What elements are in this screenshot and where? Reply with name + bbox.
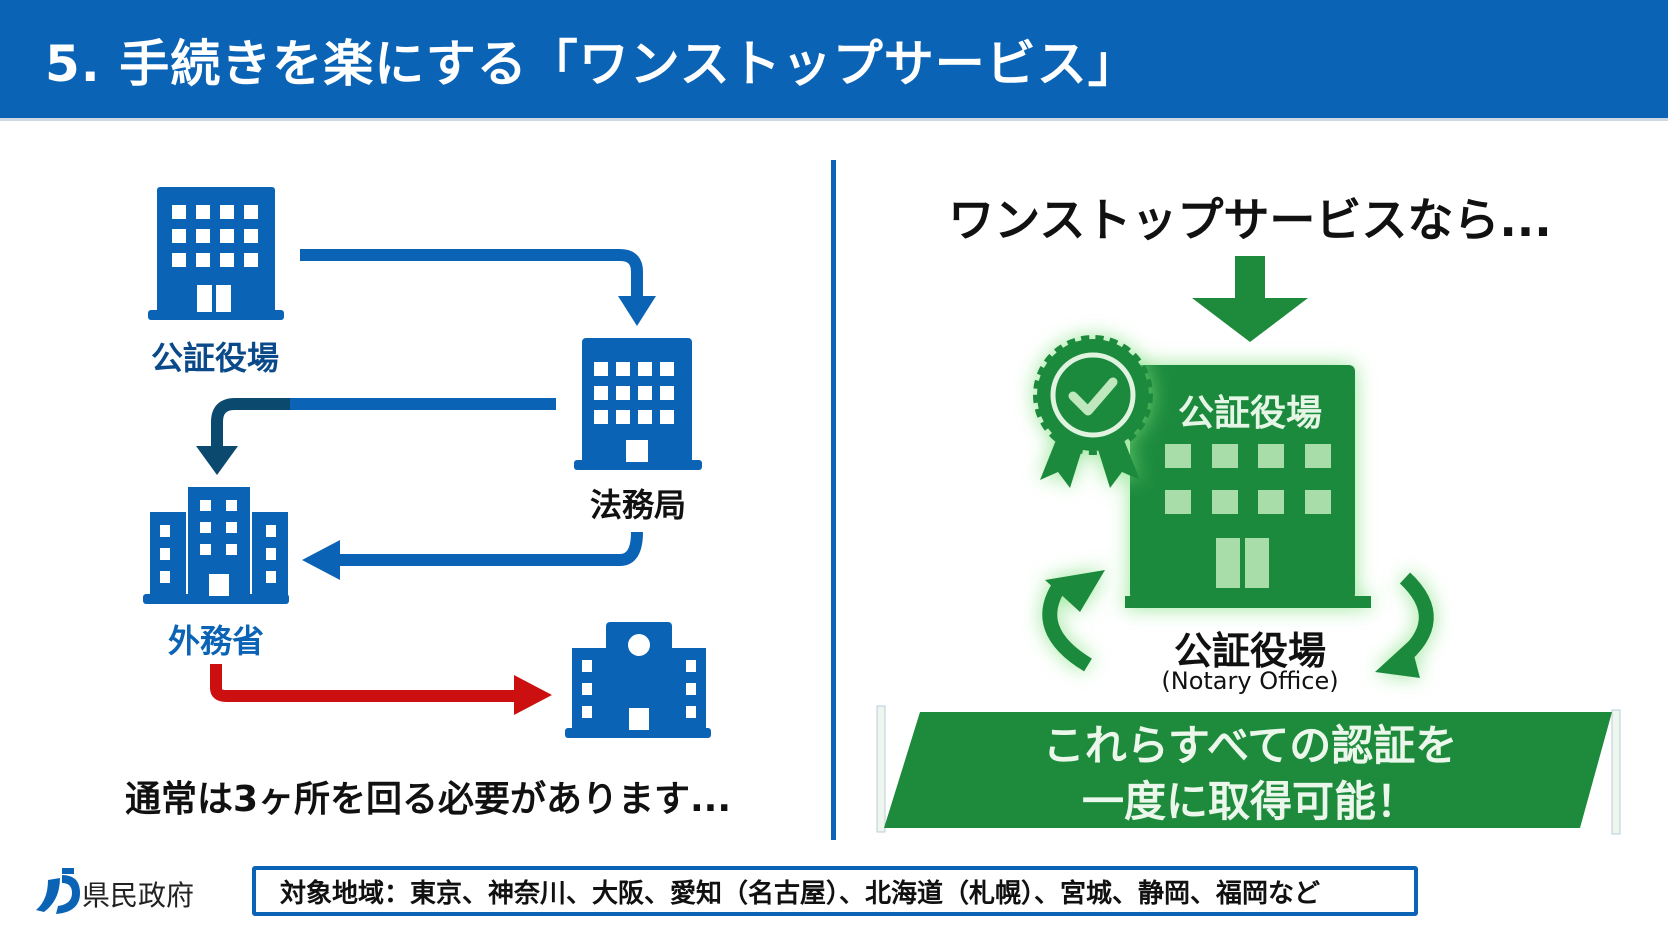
banner-line-2: 一度に取得可能！: [1081, 777, 1419, 826]
one-stop-heading: ワンストップサービスなら...: [948, 193, 1552, 247]
vertical-divider: [831, 160, 836, 840]
arrow-ministry-to-embassy: [210, 664, 552, 715]
page-title: 5. 手続きを楽にする「ワンストップサービス」: [45, 35, 1139, 93]
header-bar: 5. 手続きを楽にする「ワンストップサービス」: [0, 0, 1668, 121]
notary-office-name-en: (Notary Office): [1161, 667, 1339, 695]
notary-office-name: 公証役場: [1173, 629, 1327, 673]
arrow-bureau-to-ministry: [196, 398, 556, 475]
notary-office-green-building-icon: [1125, 365, 1371, 608]
logo-icon: [36, 868, 80, 914]
left-caption: 通常は3ヶ所を回る必要があります...: [124, 779, 732, 820]
foreign-ministry-building-icon: [143, 487, 289, 604]
building-sign: 公証役場: [1177, 393, 1323, 434]
foreign-ministry-label: 外務省: [167, 622, 265, 660]
arrow-notary-to-bureau: [300, 249, 656, 326]
legal-affairs-bureau-label: 法務局: [589, 486, 687, 524]
target-regions-box: 対象地域：東京、神奈川、大阪、愛知（名古屋）、北海道（札幌）、宮城、静岡、福岡な…: [252, 866, 1418, 916]
arrow-ministry-return: [302, 531, 643, 580]
certified-badge-icon: [1033, 335, 1153, 488]
target-regions-text: 対象地域：東京、神奈川、大阪、愛知（名古屋）、北海道（札幌）、宮城、静岡、福岡な…: [280, 878, 1321, 909]
banner-shape: [876, 705, 1621, 835]
logo-text: 県民政府: [82, 879, 195, 912]
banner-line-1: これらすべての認証を: [1042, 721, 1458, 770]
notary-office-building-icon: [148, 187, 284, 320]
cycle-arrows-icon: [1042, 570, 1434, 678]
embassy-building-icon: [565, 622, 711, 738]
banner-text: これらすべての認証を 一度に取得可能！: [1043, 718, 1458, 830]
notary-office-label: 公証役場: [150, 339, 280, 377]
legal-affairs-bureau-building-icon: [574, 338, 702, 470]
down-arrow-icon: [1192, 256, 1308, 342]
